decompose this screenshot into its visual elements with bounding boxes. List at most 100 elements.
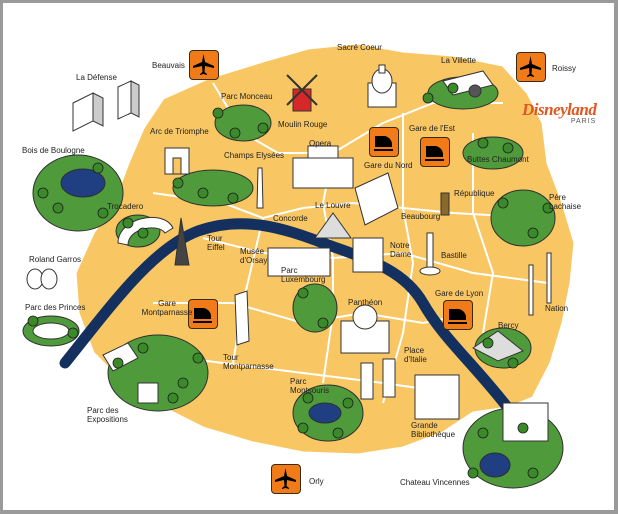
label-arc-de-triomphe: Arc de Triomphe bbox=[150, 127, 209, 136]
label-buttes-chaumont: Buttes Chaumont bbox=[467, 155, 529, 164]
label-la-villette: La Villette bbox=[441, 56, 476, 65]
tree-icon bbox=[447, 82, 459, 94]
label-parc-montsouris: Parc Montsouris bbox=[290, 377, 330, 395]
bastille-column bbox=[419, 232, 441, 276]
tree-icon bbox=[137, 227, 149, 239]
label-la-defense: La Défense bbox=[76, 73, 117, 82]
label-notre-dame: Notre Dame bbox=[390, 241, 412, 259]
parc-monceau-park bbox=[214, 104, 272, 142]
tree-icon bbox=[167, 392, 179, 404]
train-icon bbox=[188, 299, 218, 329]
montsouris-lake bbox=[308, 402, 342, 424]
tree-icon bbox=[507, 357, 519, 369]
buttes-chaumont-park bbox=[462, 136, 524, 170]
label-gare-de-lest: Gare de l'Est bbox=[409, 124, 455, 133]
train-icon bbox=[420, 137, 450, 167]
airplane-icon bbox=[516, 52, 546, 82]
tour-montparnasse-building bbox=[234, 290, 250, 346]
tree-icon bbox=[27, 315, 39, 327]
train-icon bbox=[369, 127, 399, 157]
tree-icon bbox=[297, 287, 309, 299]
tree-icon bbox=[97, 207, 109, 219]
buildings bbox=[26, 64, 552, 442]
label-place-ditalie: Place d'Italie bbox=[404, 346, 427, 364]
label-gare-du-nord: Gare du Nord bbox=[364, 161, 413, 170]
airplane-icon bbox=[189, 50, 219, 80]
sacre-coeur-building bbox=[367, 64, 397, 108]
tree-icon bbox=[302, 392, 314, 404]
bercy-building bbox=[472, 330, 524, 362]
label-opera: Opera bbox=[309, 139, 332, 148]
label-nation: Nation bbox=[545, 304, 569, 313]
chateau-vincennes-building bbox=[502, 402, 549, 442]
vincennes-lake bbox=[479, 452, 511, 478]
nation-columns bbox=[528, 252, 552, 316]
tour-eiffel-tower bbox=[174, 217, 190, 266]
label-roissy: Roissy bbox=[552, 64, 577, 73]
tree-icon bbox=[177, 377, 189, 389]
tree-icon bbox=[197, 187, 209, 199]
tree-icon bbox=[227, 192, 239, 204]
map-canvas bbox=[22, 41, 577, 489]
label-bois-de-boulogne: Bois de Boulogne bbox=[22, 146, 85, 155]
la-defense-building bbox=[72, 80, 140, 132]
bois-de-boulogne-lake bbox=[60, 168, 106, 198]
tree-icon bbox=[317, 317, 329, 329]
label-musee-dorsay: Musée d'Orsay bbox=[240, 247, 268, 265]
opera-building bbox=[292, 145, 354, 189]
republique-statue bbox=[440, 192, 450, 216]
tree-icon bbox=[112, 357, 124, 369]
brand-name: Disneyland bbox=[522, 100, 597, 119]
disneyland-logo: Disneyland PARIS bbox=[522, 100, 597, 126]
airplane-icon bbox=[271, 464, 301, 494]
label-republique: République bbox=[454, 189, 495, 198]
label-pantheon: Panthéon bbox=[348, 298, 383, 307]
train-icon bbox=[443, 300, 473, 330]
tree-icon bbox=[542, 202, 554, 214]
brand-location: PARIS bbox=[570, 118, 597, 125]
tree-icon bbox=[192, 352, 204, 364]
tree-icon bbox=[467, 467, 479, 479]
tree-icon bbox=[137, 342, 149, 354]
arc-de-triomphe-building bbox=[164, 147, 190, 175]
label-parc-des-princes: Parc des Princes bbox=[25, 303, 86, 312]
label-bercy: Bercy bbox=[498, 321, 519, 330]
tree-icon bbox=[502, 142, 514, 154]
label-gare-de-lyon: Gare de Lyon bbox=[435, 289, 484, 298]
tree-icon bbox=[297, 422, 309, 434]
label-tour-montparnasse: Tour Montparnasse bbox=[223, 353, 274, 371]
champs-elysees-park bbox=[172, 169, 254, 207]
tree-icon bbox=[257, 122, 269, 134]
label-le-louvre: Le Louvre bbox=[315, 201, 351, 210]
tree-icon bbox=[52, 202, 64, 214]
roland-garros-rackets bbox=[26, 268, 58, 290]
tree-icon bbox=[92, 162, 104, 174]
place-ditalie-towers bbox=[360, 358, 396, 400]
label-pere-lachaise: Père Lachaise bbox=[549, 193, 582, 211]
tree-icon bbox=[229, 127, 241, 139]
label-sacre-coeur: Sacré Coeur bbox=[337, 43, 382, 52]
tree-icon bbox=[422, 92, 434, 104]
tree-icon bbox=[477, 427, 489, 439]
label-beauvais: Beauvais bbox=[152, 61, 185, 70]
tree-icon bbox=[212, 107, 224, 119]
label-gare-montparnasse: Gare Montparnasse bbox=[141, 299, 193, 317]
label-parc-des-expositions: Parc des Expositions bbox=[87, 406, 128, 424]
label-beaubourg: Beaubourg bbox=[401, 212, 441, 221]
label-chateau-vincennes: Chateau Vincennes bbox=[400, 478, 470, 487]
louvre-pyramid bbox=[314, 212, 352, 239]
label-roland-garros: Roland Garros bbox=[29, 255, 82, 264]
label-concorde: Concorde bbox=[273, 214, 308, 223]
tree-icon bbox=[332, 427, 344, 439]
label-grande-bibliotheque: Grande Bibliothèque bbox=[411, 421, 456, 439]
label-champs-elysees: Champs Elysées bbox=[224, 151, 285, 160]
tree-icon bbox=[517, 422, 529, 434]
bibliotheque-building bbox=[414, 374, 460, 420]
moulin-rouge-building bbox=[286, 74, 318, 112]
tree-icon bbox=[67, 327, 79, 339]
label-tour-eiffel: Tour Eiffel bbox=[207, 234, 225, 252]
label-parc-monceau: Parc Monceau bbox=[221, 92, 273, 101]
label-orly: Orly bbox=[309, 477, 324, 486]
tree-icon bbox=[527, 467, 539, 479]
